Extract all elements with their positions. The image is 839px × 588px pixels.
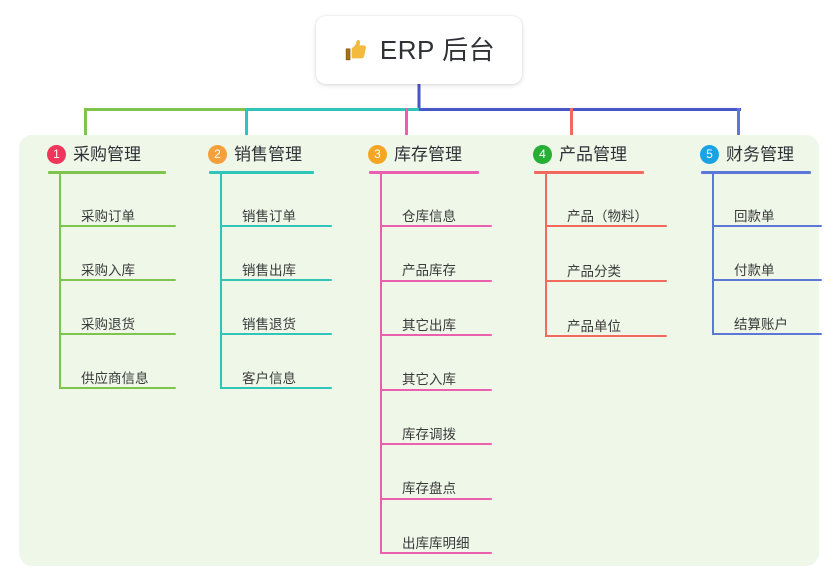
column-header-rule (701, 171, 811, 174)
leaf-item-label: 库存盘点 (402, 481, 456, 496)
leaf-item-label: 其它入库 (402, 372, 456, 387)
leaf-item[interactable]: 产品单位 (545, 311, 667, 337)
leaf-item[interactable]: 采购订单 (59, 201, 176, 227)
leaf-item-label: 采购订单 (81, 208, 135, 224)
leaf-item-rule (220, 387, 332, 389)
leaf-item-rule (380, 225, 492, 227)
leaf-item-rule (380, 388, 492, 391)
leaf-item-rule (380, 443, 492, 445)
leaf-item[interactable]: 销售订单 (220, 201, 332, 227)
leaf-item-label: 仓库信息 (402, 208, 456, 224)
leaf-item[interactable]: 结算账户 (712, 309, 822, 335)
leaf-item[interactable]: 客户信息 (220, 363, 332, 389)
leaf-item[interactable]: 采购退货 (59, 309, 176, 335)
leaf-item-rule (380, 497, 492, 500)
leaf-item[interactable]: 仓库信息 (380, 201, 492, 227)
column-产品管理: 4 产品管理产品（物料） 产品分类产品单位 (533, 135, 703, 555)
column-spine (59, 174, 61, 389)
leaf-item-rule (59, 279, 176, 281)
leaf-item-rule (712, 333, 822, 335)
column-header-rule (48, 171, 166, 174)
leaf-item[interactable]: 库存调拨 (380, 419, 492, 445)
column-spine (712, 174, 714, 335)
leaf-item-rule (59, 387, 176, 389)
column-header-财务管理[interactable]: 5 财务管理 (700, 145, 794, 164)
leaf-item-rule (545, 335, 667, 337)
leaf-item-label: 销售订单 (242, 208, 296, 224)
column-header-rule (209, 171, 314, 174)
column-header-销售管理[interactable]: 2 销售管理 (208, 145, 302, 164)
leaf-item-label: 结算账户 (734, 316, 788, 332)
leaf-item-rule (712, 225, 822, 227)
leaf-item-label: 产品单位 (567, 318, 621, 334)
leaf-item[interactable]: 供应商信息 (59, 363, 176, 389)
leaf-item[interactable]: 产品库存 (380, 256, 492, 282)
leaf-item[interactable]: 库存盘点 (380, 474, 492, 500)
column-badge-4: 4 (533, 145, 552, 164)
leaf-item-rule (220, 333, 332, 335)
root-node-title: ERP 后台 (379, 35, 496, 65)
leaf-item[interactable]: 采购入库 (59, 255, 176, 281)
leaf-item-rule (380, 279, 492, 282)
root-node-content: ERP 后台 (343, 37, 495, 63)
leaf-item-label: 销售出库 (242, 262, 296, 278)
column-header-产品管理[interactable]: 4 产品管理 (533, 145, 627, 164)
leaf-item[interactable]: 产品（物料） (545, 201, 667, 227)
leaf-item-label: 付款单 (734, 262, 775, 278)
column-header-库存管理[interactable]: 3 库存管理 (368, 145, 462, 164)
leaf-item-rule (59, 333, 176, 335)
column-title: 采购管理 (73, 145, 141, 164)
leaf-item-rule (545, 280, 667, 282)
leaf-item-rule (220, 279, 332, 281)
leaf-item-label: 供应商信息 (81, 370, 149, 386)
column-badge-1: 1 (47, 145, 66, 164)
leaf-item-rule (380, 552, 492, 554)
leaf-item-rule (712, 279, 822, 281)
root-node[interactable]: ERP 后台 (316, 16, 522, 84)
leaf-item-rule (220, 225, 332, 227)
column-header-rule (369, 171, 479, 174)
column-title: 产品管理 (559, 145, 627, 164)
thumbs-up-icon (345, 40, 366, 61)
column-badge-5: 5 (700, 145, 719, 164)
leaf-item[interactable]: 销售退货 (220, 309, 332, 335)
leaf-item[interactable]: 其它入库 (380, 365, 492, 391)
leaf-item[interactable]: 产品分类 (545, 256, 667, 282)
leaf-item-label: 出库库明细 (402, 535, 470, 551)
leaf-item[interactable]: 回款单 (712, 201, 822, 227)
leaf-item[interactable]: 出库库明细 (380, 528, 492, 554)
column-badge-3: 3 (368, 145, 387, 164)
leaf-item[interactable]: 销售出库 (220, 255, 332, 281)
column-库存管理: 3 库存管理仓库信息产品库存其它出库其它入库库存调拨库存盘点出库库明细 (368, 135, 538, 555)
column-采购管理: 1 采购管理采购订单采购入库采购退货供应商信息 (47, 135, 217, 555)
diagram-panel (19, 135, 819, 566)
column-title: 库存管理 (394, 145, 462, 164)
column-spine (545, 174, 547, 337)
leaf-item-label: 回款单 (734, 208, 775, 224)
leaf-item-label: 产品分类 (567, 263, 621, 279)
column-title: 销售管理 (234, 145, 302, 164)
column-title: 财务管理 (726, 145, 794, 164)
leaf-item-rule (545, 225, 667, 227)
leaf-item-label: 采购入库 (81, 262, 135, 278)
leaf-item-label: 采购退货 (81, 316, 135, 332)
leaf-item[interactable]: 其它出库 (380, 310, 492, 336)
column-badge-2: 2 (208, 145, 227, 164)
leaf-item[interactable]: 付款单 (712, 255, 822, 281)
column-财务管理: 5 财务管理回款单付款单结算账户 (700, 135, 839, 555)
leaf-item-rule (59, 225, 176, 227)
leaf-item-rule (380, 334, 492, 336)
leaf-item-label: 产品（物料） (567, 208, 648, 224)
leaf-item-label: 销售退货 (242, 316, 296, 332)
column-spine (220, 174, 222, 389)
leaf-item-label: 其它出库 (402, 317, 456, 333)
column-header-采购管理[interactable]: 1 采购管理 (47, 145, 141, 164)
leaf-item-label: 库存调拨 (402, 426, 456, 442)
column-销售管理: 2 销售管理销售订单销售出库销售退货客户信息 (208, 135, 378, 555)
leaf-item-label: 产品库存 (402, 263, 456, 278)
leaf-item-label: 客户信息 (242, 370, 296, 386)
column-spine (380, 174, 382, 554)
column-header-rule (534, 171, 644, 174)
